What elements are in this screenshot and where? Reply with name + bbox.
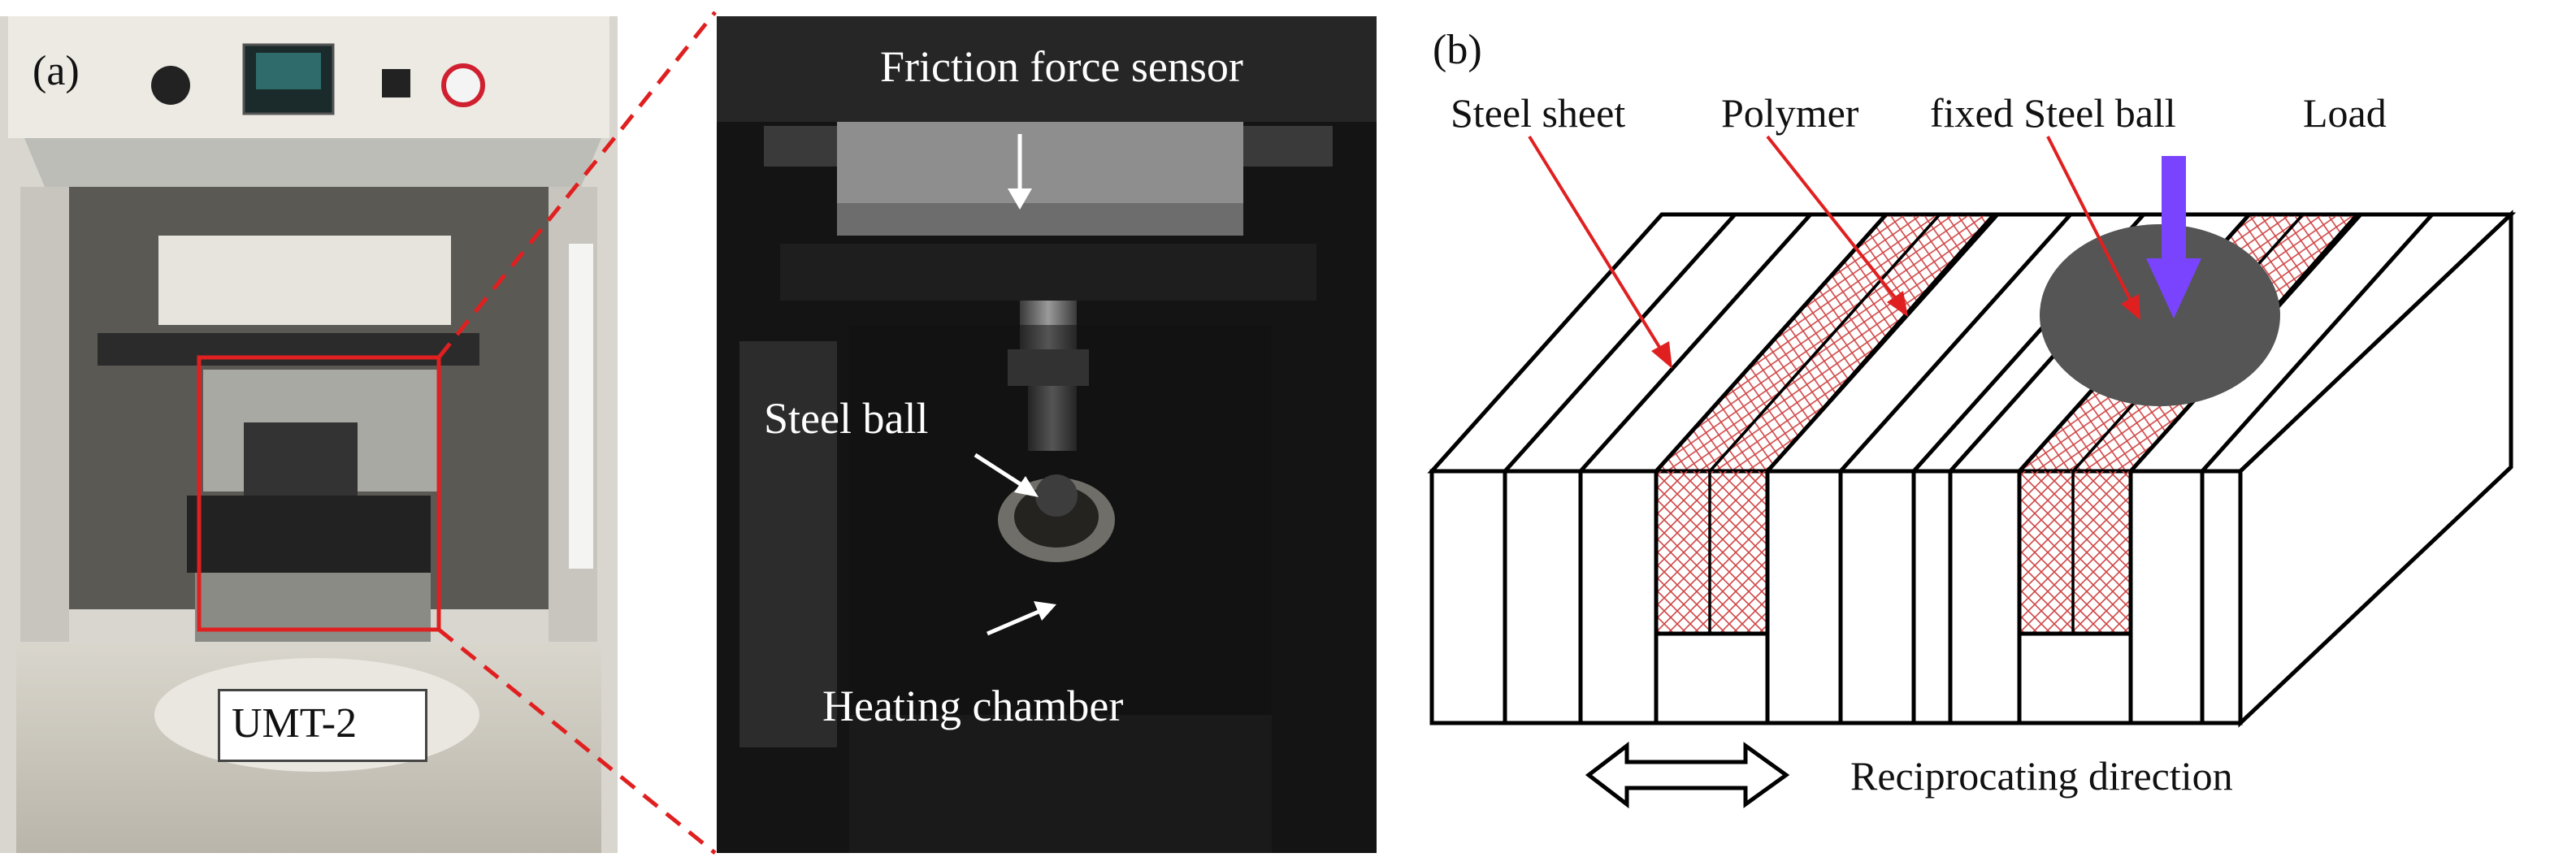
pointer-steel-sheet bbox=[1528, 135, 1672, 369]
fixed-ball-label: fixed Steel ball bbox=[1930, 90, 2176, 136]
heating-chamber-label: Heating chamber bbox=[822, 682, 1124, 730]
leader-line-top bbox=[437, 11, 717, 359]
inset-frame bbox=[197, 355, 441, 632]
arrow-steel-ball bbox=[974, 452, 1039, 497]
machine-label: UMT-2 bbox=[232, 700, 358, 747]
friction-sensor-label: Friction force sensor bbox=[880, 42, 1243, 91]
polymer-label: Polymer bbox=[1721, 90, 1859, 136]
arrow-heating-chamber bbox=[987, 601, 1056, 636]
panel-b-tag: (b) bbox=[1433, 27, 1482, 73]
load-label: Load bbox=[2303, 90, 2387, 136]
steel-ball-label: Steel ball bbox=[764, 394, 929, 443]
reciprocating-arrow bbox=[1585, 741, 1790, 809]
panel-a-tag: (a) bbox=[33, 48, 80, 94]
steel-sheet-label: Steel sheet bbox=[1451, 90, 1626, 136]
arrow-friction-sensor bbox=[1008, 134, 1032, 210]
pointer-polymer bbox=[1766, 135, 1908, 317]
photo-tribometer bbox=[0, 16, 618, 853]
photo-closeup bbox=[717, 16, 1377, 853]
direction-label: Reciprocating direction bbox=[1850, 753, 2233, 799]
load-arrow bbox=[2146, 156, 2201, 318]
steel-ball bbox=[2040, 224, 2280, 406]
pointer-fixed-ball bbox=[2046, 136, 2140, 320]
machine-label-box bbox=[218, 689, 427, 762]
leader-line-bottom bbox=[437, 628, 717, 855]
schematic-block bbox=[1427, 210, 2517, 728]
